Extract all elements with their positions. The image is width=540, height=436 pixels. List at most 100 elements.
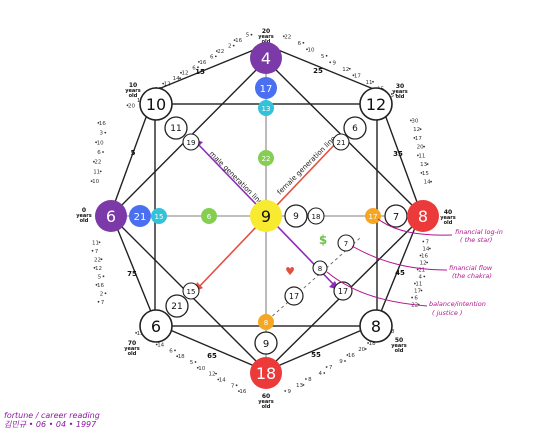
circle-bl-inner: 21: [171, 302, 182, 312]
ring-dot: [196, 366, 199, 369]
annotation-financial-login-sub: ( the star): [460, 236, 492, 244]
annotation-financial-flow-sub: (the chakra): [452, 272, 492, 280]
ring-number: 7: [231, 383, 235, 389]
ring-number: 30: [411, 118, 418, 124]
ring-dot: [180, 71, 182, 74]
ring-dot: [135, 332, 138, 334]
ring-dot: [284, 390, 287, 392]
ring-dot: [174, 349, 176, 352]
ring-dot: [95, 141, 97, 144]
ring-number: 15: [422, 171, 429, 177]
ring-dot: [179, 77, 182, 79]
ring-dot: [323, 372, 326, 374]
annotation-balance: balance/intention: [429, 300, 486, 308]
ring-number: 20: [358, 347, 365, 353]
ring-number: 11: [415, 282, 422, 288]
circle-tr-inner: 6: [352, 124, 358, 134]
caption-line1: fortune / career reading: [4, 411, 100, 420]
ring-dot: [155, 343, 158, 346]
ring-number: 20: [417, 145, 424, 151]
dashed-line: [267, 237, 361, 321]
corner-inner-circles: 11 6 21 17: [164, 116, 367, 318]
ring-number: 14: [422, 247, 429, 253]
mid-age-15: 15: [195, 68, 205, 76]
circle-center-left: 6: [207, 213, 212, 221]
mid-age-5: 5: [131, 149, 136, 157]
ring-dot: [426, 261, 428, 264]
ring-number: 21: [418, 268, 425, 274]
annotation-curves: [326, 218, 453, 307]
circle-bottom-inner: 9: [263, 339, 269, 350]
ring-dot: [422, 240, 425, 243]
ring-number: 10: [198, 366, 205, 372]
top-column: 4 17 13 22: [250, 42, 282, 166]
ring-number: 22: [217, 49, 224, 55]
circle-bottom-inner2: 8: [264, 319, 268, 327]
ring-number: 22: [94, 257, 101, 263]
ring-dot: [214, 55, 217, 58]
circle-left-inner: 21: [134, 212, 147, 223]
ring-number: 11: [93, 169, 100, 175]
ring-number: 2: [100, 291, 104, 297]
ring-dot: [238, 390, 240, 392]
circle-lower-mid: 8: [318, 265, 322, 273]
ring-number: 14: [157, 343, 164, 349]
ring-dot: [426, 163, 429, 166]
ring-dot: [419, 254, 422, 257]
ring-number: 10: [308, 47, 315, 53]
ring-dot: [417, 154, 419, 157]
ring-dot: [411, 296, 413, 299]
ring-number: 12: [209, 372, 216, 378]
caption-line2: 김민규 • 06 • 04 • 1997: [4, 420, 97, 429]
ring-number: 14: [424, 180, 431, 186]
ring-dot: [91, 249, 94, 252]
circle-tr-inner2: 21: [337, 139, 346, 147]
circle-tl-inner: 11: [170, 124, 181, 134]
mid-age-55: 55: [311, 351, 321, 359]
ring-dot: [429, 247, 431, 250]
heart-icon: ♥: [285, 265, 295, 278]
ring-number: 11: [418, 153, 425, 159]
mid-age-labels: 15 25 35 45 55 65 75 5: [127, 67, 405, 360]
circle-top-inner: 17: [260, 84, 273, 95]
circle-top-inner2: 13: [262, 105, 271, 113]
ring-number: 5: [98, 274, 102, 280]
ring-number: 4: [419, 275, 423, 281]
ring-number: 7: [95, 249, 99, 255]
ring-dot: [235, 384, 238, 387]
ring-dot: [423, 145, 425, 148]
circle-center-up: 22: [262, 155, 271, 163]
corner-circles: 10 12 6 8: [139, 87, 393, 343]
ring-dot: [302, 384, 305, 386]
ring-dot: [282, 35, 285, 38]
ring-number: 4: [319, 371, 323, 377]
ring-dot: [198, 61, 200, 63]
ring-dot: [348, 67, 351, 70]
ring-dot: [410, 119, 412, 122]
ring-number: 8: [391, 329, 395, 335]
ring-number: 9: [339, 359, 343, 365]
ring-dot: [352, 74, 355, 77]
circle-tr-value: 12: [366, 95, 386, 114]
ring-number: 14: [173, 76, 180, 82]
ring-dot: [413, 137, 416, 139]
age-top-label: 20yearsold: [258, 28, 273, 45]
ring-dot: [306, 48, 308, 51]
ring-dot: [372, 80, 374, 83]
ring-dot: [420, 289, 423, 292]
mid-age-75: 75: [127, 270, 137, 278]
ring-number: 6: [210, 54, 214, 60]
ring-number: 11: [366, 80, 373, 86]
ring-dot: [232, 44, 235, 47]
ring-number: 9: [287, 389, 291, 395]
mid-age-45: 45: [395, 269, 405, 277]
ring-number: 7: [426, 240, 430, 246]
circle-tl-value: 10: [146, 95, 166, 114]
circle-bl: [139, 309, 173, 343]
ring-dot: [176, 355, 179, 358]
ring-dot: [217, 378, 220, 381]
ring-dot: [102, 275, 105, 278]
ring-number: 18: [178, 354, 185, 360]
